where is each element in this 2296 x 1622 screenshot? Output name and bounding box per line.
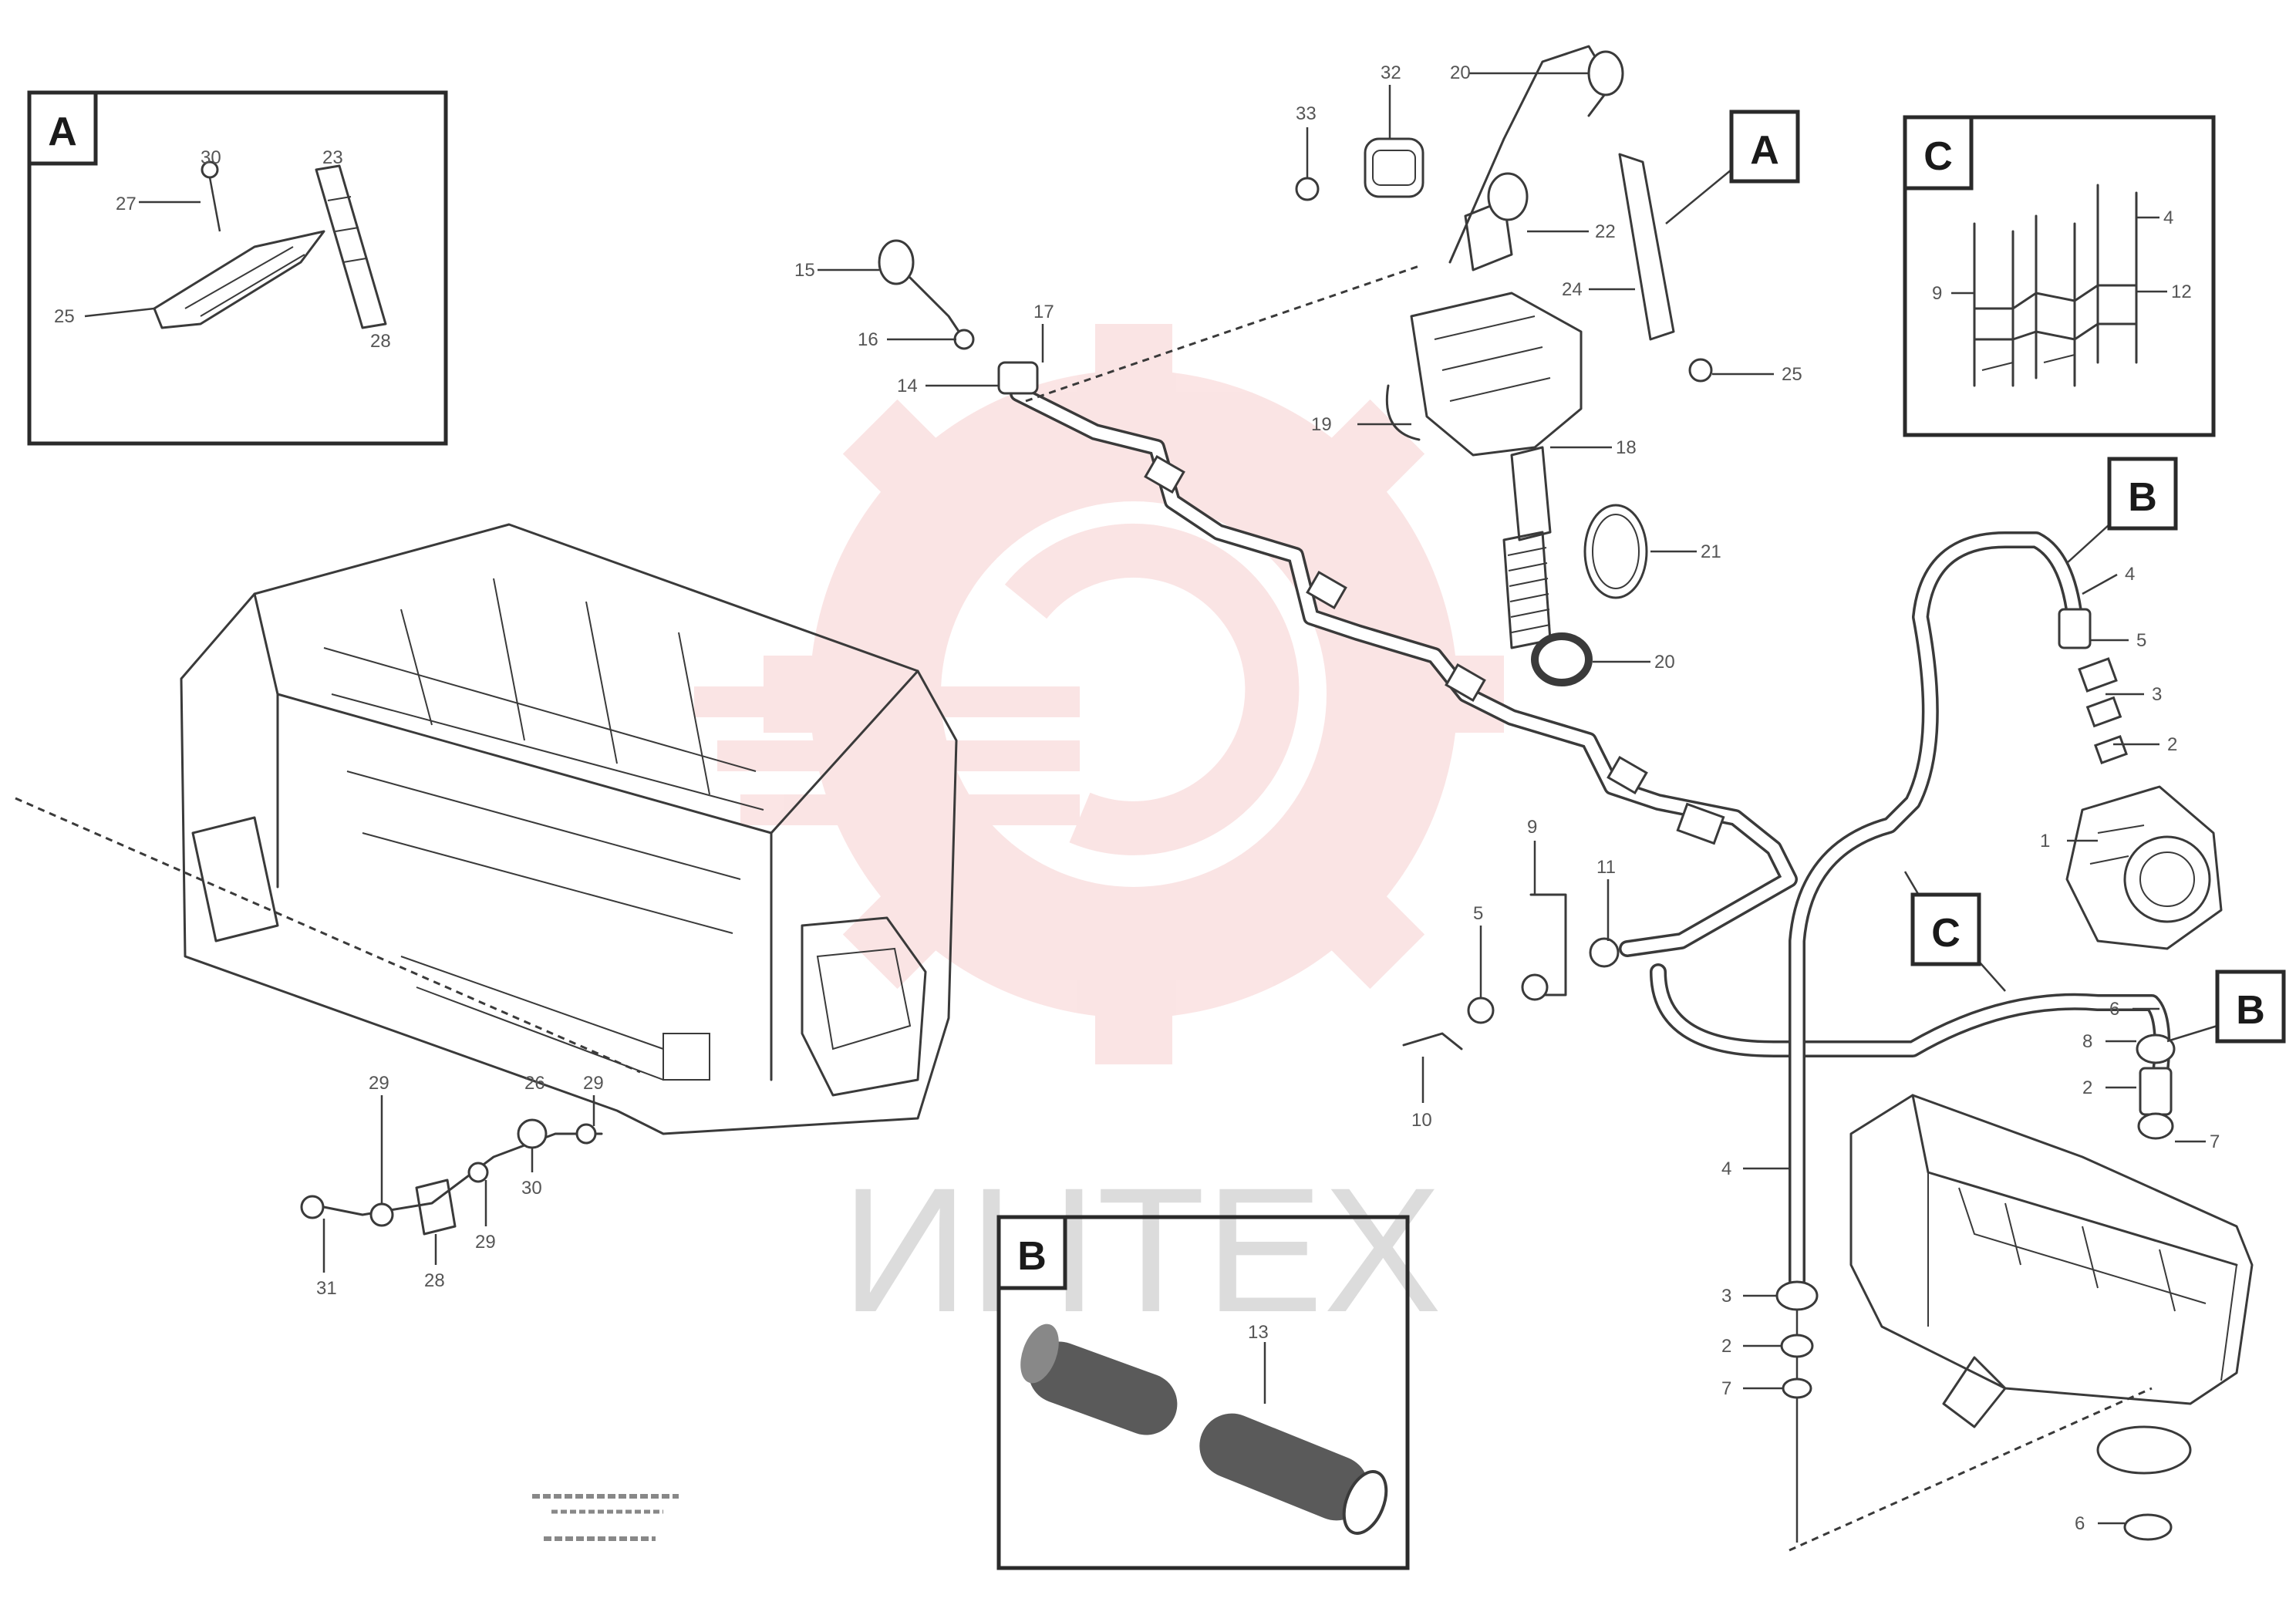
drawing-reference	[532, 1494, 679, 1541]
svg-text:B: B	[2128, 475, 2157, 520]
spring-and-seals: 21 20	[1502, 504, 1721, 686]
ref-tag-c: C	[1903, 871, 2006, 992]
detail-a-label: A	[48, 110, 77, 154]
filter-callouts: 32 33 20 22 24 25 19 18	[1295, 62, 1802, 458]
pipe-upper-fittings: 15 16 14 17	[794, 239, 1054, 396]
part-callout-number: 4	[1721, 1158, 1731, 1179]
part-callout-number: 17	[1033, 302, 1054, 322]
ref-tag-b-top: B	[2066, 457, 2178, 564]
part-callout-number: 6	[2075, 1513, 2085, 1534]
detail-c-label: C	[1923, 134, 1953, 179]
part-callout-number: 8	[2082, 1031, 2092, 1052]
part-callout-number: 4	[2125, 564, 2135, 585]
part-callout-number: 9	[1932, 283, 1942, 304]
svg-text:C: C	[1931, 911, 1961, 956]
middle-fittings: 9 5 10 11	[1402, 817, 1616, 1131]
watermark-gear-logo	[694, 324, 1504, 1064]
part-callout-number: 22	[1595, 221, 1616, 242]
part-callout-number: 19	[1311, 414, 1332, 435]
part-callout-number: 11	[1596, 857, 1616, 878]
engine-block	[15, 523, 958, 1135]
part-callout-number: 21	[1701, 541, 1721, 562]
hose-section-1	[1020, 1324, 1178, 1435]
part-callout-number: 5	[2136, 630, 2146, 651]
right-callouts: 4 5 3 2 1 6	[2040, 564, 2177, 1020]
part-callout-number: 1	[2040, 831, 2050, 851]
watermark: ИНТЕХ	[694, 324, 1504, 1349]
detail-b-label: B	[1017, 1234, 1047, 1279]
part-callout-number: 14	[897, 376, 918, 396]
part-callout-number: 23	[322, 147, 343, 168]
part-callout-number: 2	[2082, 1077, 2092, 1098]
part-callout-number: 32	[1381, 62, 1401, 83]
oil-sump	[1789, 1094, 2254, 1552]
part-callout-number: 20	[1450, 62, 1471, 83]
part-callout-number: 13	[1248, 1322, 1269, 1343]
part-callout-number: 3	[1721, 1286, 1731, 1307]
part-callout-number: 28	[424, 1270, 445, 1291]
part-callout-number: 26	[524, 1073, 545, 1094]
hose-section-2	[1199, 1413, 1388, 1535]
svg-text:B: B	[2236, 988, 2265, 1033]
engine-fittings: 29 31 28 29 30 29 26	[300, 1073, 604, 1299]
part-callout-number: 16	[858, 329, 878, 350]
part-callout-number: 29	[369, 1073, 389, 1094]
part-callout-number: 7	[1721, 1378, 1731, 1399]
oil-pipe	[1010, 265, 1798, 968]
part-callout-number: 4	[2163, 207, 2173, 228]
part-callout-number: 27	[116, 194, 137, 214]
part-callout-number: 12	[2171, 282, 2192, 302]
part-callout-number: 6	[2109, 999, 2119, 1020]
part-callout-number: 24	[1562, 279, 1583, 300]
part-callout-number: 5	[1473, 903, 1483, 924]
part-callout-number: 15	[794, 260, 815, 281]
part-callout-number: 29	[475, 1232, 496, 1253]
watermark-text: ИНТЕХ	[841, 1151, 1442, 1349]
detail-b-panel: B 13	[996, 1215, 1410, 1570]
part-callout-number: 30	[521, 1178, 542, 1199]
part-callout-number: 31	[316, 1278, 337, 1299]
part-callout-number: 25	[1782, 364, 1802, 385]
part-callout-number: 18	[1616, 437, 1637, 458]
part-callout-number: 28	[370, 331, 391, 352]
filter-housing	[1385, 45, 1713, 541]
part-callout-number: 9	[1527, 817, 1537, 838]
detail-a-panel: A 27 30 25 23 28	[27, 90, 448, 446]
part-callout-number: 29	[583, 1073, 604, 1094]
part-callout-number: 33	[1296, 103, 1317, 124]
part-callout-number: 2	[1721, 1336, 1731, 1357]
oil-pump	[2065, 785, 2223, 950]
part-callout-number: 25	[54, 306, 75, 327]
sump-fittings: 8 2 7 3 2 7 6 4	[1721, 1031, 2220, 1534]
part-callout-number: 10	[1411, 1110, 1432, 1131]
return-hoses	[1650, 531, 2171, 1289]
part-callout-number: 3	[2152, 684, 2162, 705]
ref-tag-b-right: B	[2166, 969, 2286, 1044]
detail-c-panel: C 9 12 4	[1903, 115, 2216, 437]
ref-tag-a: A	[1665, 110, 1800, 224]
part-callout-number: 2	[2167, 734, 2177, 755]
svg-text:A: A	[1750, 128, 1779, 173]
part-callout-number: 20	[1654, 652, 1675, 673]
part-callout-number: 30	[201, 147, 221, 168]
part-callout-number: 7	[2210, 1131, 2220, 1152]
